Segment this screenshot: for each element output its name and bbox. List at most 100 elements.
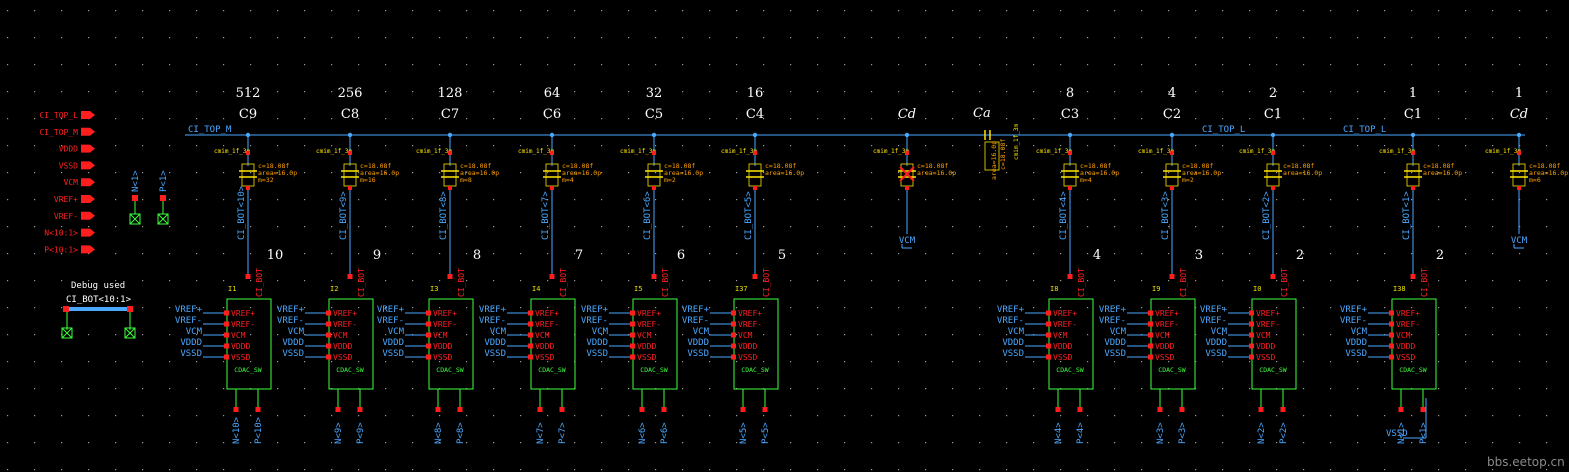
net-label-ci-top-l-1: CI_TOP_L	[1202, 125, 1245, 135]
cap-weight: 1	[1515, 86, 1523, 101]
cap-column[interactable]: 512C9cmim_1f_3mc=18.08farea=16.0pm=32CI_…	[214, 86, 297, 276]
switch-pin-label: VREF-	[1256, 320, 1280, 329]
cap-param: c=18.08f	[562, 162, 593, 170]
cap-column[interactable]: 16C4cmim_1f_3mc=18.08farea=16.0pCI_BOT<5…	[721, 86, 804, 276]
switch-output-label: P<9>	[356, 422, 366, 444]
switch-net-label: VSSD	[1345, 349, 1367, 359]
switch-output-label: N<6>	[638, 422, 648, 444]
switch-pin-label: VREF+	[738, 309, 762, 318]
io-pin-arrow	[81, 111, 95, 119]
switch-pin-label: VREF+	[1396, 309, 1420, 318]
probe-pin[interactable]: N<1>	[129, 170, 141, 225]
switch-net-label: VREF-	[1099, 316, 1126, 326]
io-pin[interactable]: VCM	[64, 178, 95, 187]
io-pin-label: VDDD	[59, 145, 78, 154]
switch-net-label: VREF-	[175, 316, 202, 326]
cap-param: area=16.0p	[917, 169, 956, 177]
cap-column[interactable]: 256C8cmim_1f_3mc=18.08farea=16.0pm=16CI_…	[316, 86, 399, 276]
cap-weight: 256	[338, 86, 363, 101]
switch-index: 2	[1296, 248, 1304, 263]
cap-weight: 1	[1409, 86, 1417, 101]
switch-pin-label: VCM	[535, 331, 550, 340]
io-pin[interactable]: VREF-	[54, 211, 95, 221]
cap-param: c=18.08f	[1080, 162, 1111, 170]
cap-param: c=18.08f	[258, 162, 289, 170]
switch-output-label: P<2>	[1279, 422, 1289, 444]
io-pin-arrow	[81, 178, 95, 187]
switch-net-label: VREF-	[682, 316, 709, 326]
switch-bot-pin: CI_BOT	[1077, 268, 1086, 297]
switch-pin-label: VCM	[231, 331, 246, 340]
switch-cell-name: CDAC_SW	[741, 366, 768, 374]
cap-bot-label: CI_BOT<6>	[643, 191, 653, 240]
cap-param: area=16.0p	[1182, 169, 1221, 177]
io-pin[interactable]: CI_TOP_M	[39, 127, 95, 137]
switch-cell-name: CDAC_SW	[234, 366, 261, 374]
probe-pin[interactable]: P<1>	[157, 170, 169, 225]
switch-pin-label: VCM	[333, 331, 348, 340]
cap-cell: cmim_1f_3m	[873, 148, 910, 155]
cap-cell: cmim_1f_3m	[1138, 148, 1175, 155]
switch-net-label: VREF-	[277, 316, 304, 326]
switch-net-label: VREF+	[277, 305, 305, 315]
cap-name: C5	[645, 107, 663, 122]
cap-bot-label: CI_BOT<9>	[339, 191, 349, 240]
switch-net-label: VSSD	[687, 349, 709, 359]
cap-weight: 64	[544, 86, 561, 101]
cap-name: C8	[341, 107, 359, 122]
switch-pin-label: VREF-	[535, 320, 559, 329]
io-pin[interactable]: VSSD	[59, 161, 95, 170]
cap-param: area=16.0p	[765, 169, 804, 177]
cap-cell: cmim_1f_3m	[1239, 148, 1276, 155]
io-pin-arrow	[81, 161, 95, 170]
cap-bot-label: CI_BOT<5>	[744, 191, 754, 240]
ca-capacitor[interactable]	[984, 130, 1000, 171]
debug-terminal-left[interactable]	[61, 327, 73, 339]
switch-pin-label: VREF+	[1155, 309, 1179, 318]
io-pin[interactable]: CI_TOP_L	[39, 111, 95, 120]
cap-column[interactable]: 4C2cmim_1f_3mc=18.08farea=16.0pm=2CI_BOT…	[1138, 86, 1221, 276]
ca-name: Ca	[973, 106, 991, 121]
capacitor-symbol	[441, 151, 459, 190]
switch-index: 6	[677, 248, 685, 263]
switch-net-label: VREF+	[377, 305, 405, 315]
cap-column[interactable]: 64C6cmim_1f_3mc=18.08farea=16.0pm=4CI_BO…	[518, 86, 601, 276]
io-pin[interactable]: P<10:1>	[44, 245, 95, 254]
io-pin[interactable]: N<10:1>	[44, 228, 95, 238]
cap-column[interactable]: 8C3cmim_1f_3mc=18.08farea=16.0pm=4CI_BOT…	[1036, 86, 1119, 276]
debug-terminal-right[interactable]	[124, 327, 136, 339]
switch-pin-label: VDDD	[1396, 342, 1415, 351]
switch-net-label: VDDD	[1002, 338, 1024, 348]
cap-column[interactable]: 32C5cmim_1f_3mc=18.08farea=16.0pm=2CI_BO…	[620, 86, 703, 276]
switch-bot-pin: CI_BOT	[1420, 268, 1429, 297]
switch-instance-name: I0	[1253, 285, 1261, 293]
io-pin[interactable]: VREF+	[54, 195, 95, 204]
switch-index: 5	[778, 248, 786, 263]
switch-pin-label: VDDD	[1155, 342, 1174, 351]
io-pin-list: CI_TOP_L CI_TOP_M VDDD VSSD VCM VREF+ VREF- N<1…	[39, 111, 95, 254]
cap-param: c=18.08f	[460, 162, 491, 170]
ca-param-c: c=18.08f	[999, 139, 1007, 170]
cap-cell: cmim_1f_3m	[1379, 148, 1416, 155]
switch-index: 3	[1195, 248, 1203, 263]
switch-pin-label: VSSD	[231, 353, 250, 362]
switch-bot-pin: CI_BOT	[1179, 268, 1188, 297]
capacitor-symbol	[1404, 151, 1422, 190]
cap-column[interactable]: 128C7cmim_1f_3mc=18.08farea=16.0pm=8CI_B…	[416, 86, 499, 276]
switch-cell-name: CDAC_SW	[1158, 366, 1185, 374]
io-pin[interactable]: VDDD	[59, 144, 95, 154]
